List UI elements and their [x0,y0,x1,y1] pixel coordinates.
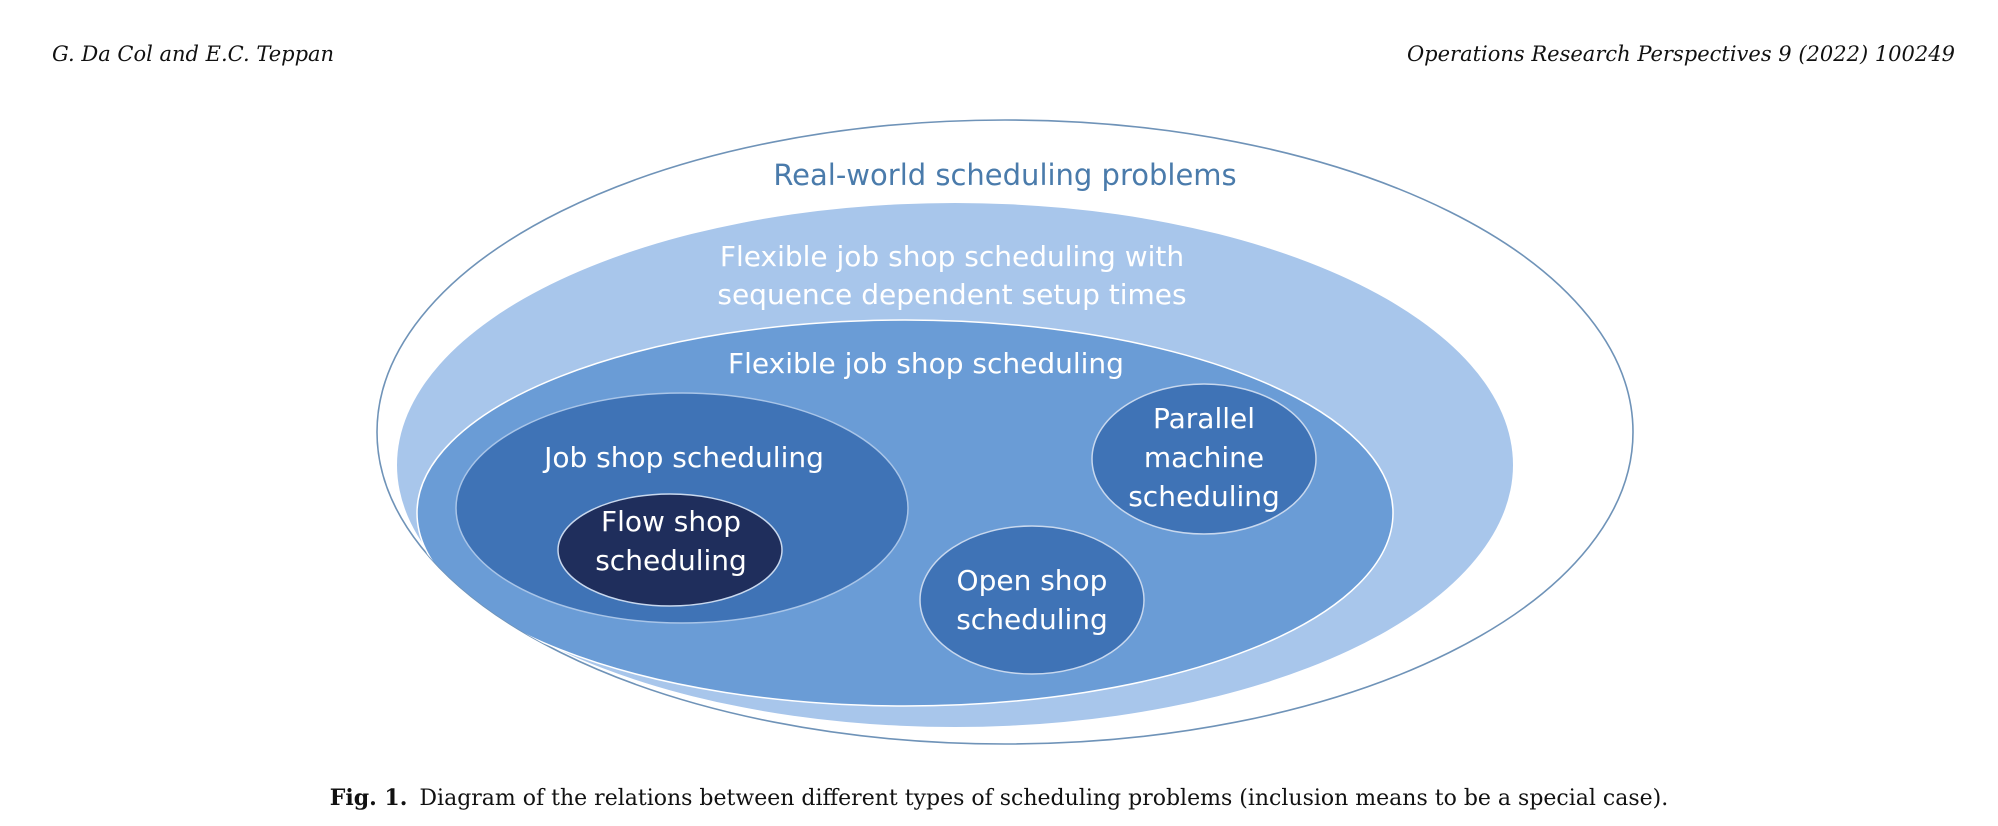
flow-shop-label-line2: scheduling [595,544,747,577]
open-shop-ellipse [919,525,1145,675]
open-shop-label-line2: scheduling [956,603,1108,636]
real-world-label: Real-world scheduling problems [773,158,1236,192]
scheduling-diagram: Real-world scheduling problems Flexible … [376,119,1634,745]
job-shop-label: Job shop scheduling [542,441,824,474]
fjs-label: Flexible job shop scheduling [728,347,1124,380]
parallel-machine-label-line3: scheduling [1128,480,1280,513]
parallel-machine-ellipse [1091,383,1317,535]
running-header-authors: G. Da Col and E.C. Teppan [52,42,335,66]
flow-shop-label-line1: Flow shop [601,505,741,538]
figure-caption: Fig. 1. Diagram of the relations between … [0,785,1998,811]
running-header-journal: Operations Research Perspectives 9 (2022… [1406,42,1955,66]
figure-caption-text: Diagram of the relations between differe… [419,786,1669,811]
parallel-machine-label-line2: machine [1144,441,1264,474]
open-shop-label-line1: Open shop [957,564,1108,597]
fjs-sdst-label-line1: Flexible job shop scheduling with [720,240,1184,273]
fjs-sdst-label-line2: sequence dependent setup times [717,278,1186,311]
flow-shop-ellipse [557,493,783,607]
figure-caption-label: Fig. 1. [329,785,408,811]
parallel-machine-label-line1: Parallel [1153,402,1255,435]
